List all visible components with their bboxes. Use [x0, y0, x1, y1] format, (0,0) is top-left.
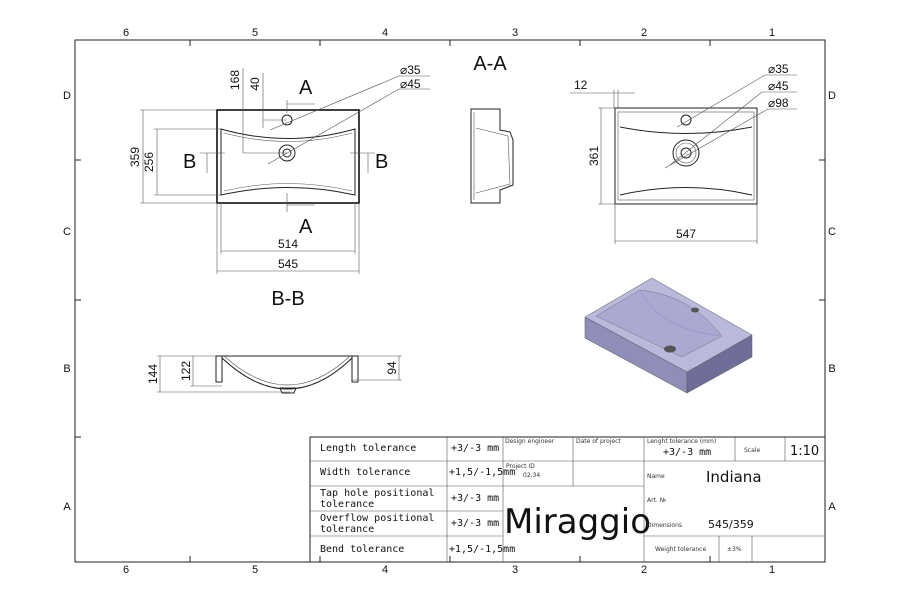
- 2-label-text: Tap hole positional: [320, 488, 434, 499]
- rows-0-text: D: [63, 90, 71, 102]
- dims-d168-text: 168: [228, 70, 242, 90]
- title-block-length-tol-label-text: Lenght tolerance (mm): [647, 438, 716, 445]
- columns-4-text: 2: [641, 564, 647, 576]
- 1-label-text: Width tolerance: [320, 467, 410, 478]
- dims-d361-text: 361: [587, 146, 601, 166]
- title-block-length-tol-text: +3/-3 mm: [663, 447, 711, 458]
- 3-label2-text: tolerance: [320, 524, 374, 535]
- title-block-name-text: Indiana: [706, 468, 762, 486]
- 4-value-text: +1,5/-1,5mm: [449, 544, 515, 555]
- columns-3-text: 3: [512, 564, 518, 576]
- rows-1-text: C: [63, 226, 71, 238]
- title-block: Length tolerance +3/-3 mm Width toleranc…: [309, 436, 826, 563]
- dims-dia98-text: ⌀98: [768, 96, 789, 110]
- title-block-art-label-text: Art. №: [647, 497, 666, 504]
- dims-d144-text: 144: [146, 364, 160, 384]
- title-block-scale-label-text: Scale: [744, 447, 760, 454]
- columns-3-text: 3: [512, 27, 518, 39]
- columns-4-text: 2: [641, 27, 647, 39]
- rows-0-text: D: [828, 90, 836, 102]
- views-cut-b-text: B: [375, 151, 388, 173]
- section-aa-label: A-A: [473, 53, 507, 75]
- rows-3-text: A: [63, 501, 71, 513]
- columns-1-text: 5: [252, 27, 258, 39]
- dims-dia45-text: ⌀45: [400, 77, 421, 91]
- rows-2-text: B: [63, 363, 70, 375]
- title-block-project-id-label-text: Project ID: [506, 463, 535, 470]
- title-block-scale-text: 1:10: [790, 444, 819, 459]
- right-view: 12 361 547 ⌀35 ⌀45 ⌀98: [570, 62, 797, 244]
- views-cut-a-text: A: [299, 216, 313, 238]
- dims-d514-text: 514: [278, 237, 298, 251]
- dims-d122-text: 122: [179, 361, 193, 381]
- section-aa-view: [470, 108, 514, 204]
- dims-d547-text: 547: [676, 227, 696, 241]
- views-cut-b-text: B: [183, 151, 196, 173]
- 0-value-text: +3/-3 mm: [451, 443, 499, 454]
- rows-1-text: C: [828, 226, 836, 238]
- dims-dia35-text: ⌀35: [768, 62, 789, 76]
- 2-label2-text: tolerance: [320, 499, 374, 510]
- rows-2-text: B: [828, 363, 835, 375]
- title-block-date-label-text: Date of project: [576, 438, 621, 445]
- top-view: 359 256 168 40 514 545 ⌀35 ⌀45 A A B B: [128, 63, 430, 274]
- 3-label-text: Overflow positional: [320, 513, 434, 524]
- dims-d359-text: 359: [128, 147, 142, 167]
- 1-value-text: +1,5/-1,5mm: [449, 467, 515, 478]
- title-block-weight-tol-label-text: Weight tolerance: [655, 546, 706, 553]
- columns-2-text: 4: [382, 564, 388, 576]
- 4-label-text: Bend tolerance: [320, 544, 404, 555]
- title-block-design-engineer-label-text: Design engineer: [505, 438, 555, 445]
- title-block-name-label-text: Name: [647, 473, 665, 480]
- title-block-project-id-text: 02.34: [523, 472, 540, 479]
- section-bb-view: 144 122 94: [146, 355, 402, 394]
- isometric-view: [584, 277, 753, 394]
- columns-0-text: 6: [123, 564, 129, 576]
- title-block-weight-tol-text: ±3%: [727, 546, 742, 553]
- 2-value-text: +3/-3 mm: [451, 493, 499, 504]
- 0-label-text: Length tolerance: [320, 443, 416, 454]
- dims-d12-text: 12: [574, 78, 588, 92]
- columns-1-text: 5: [252, 564, 258, 576]
- 3-value-text: +3/-3 mm: [451, 518, 499, 529]
- columns-5-text: 1: [769, 564, 775, 576]
- columns-2-text: 4: [382, 27, 388, 39]
- zone-labels: 6 5 4 3 2 1 6 5 4 3 2 1 D C B A D C B A: [63, 27, 836, 576]
- columns-0-text: 6: [123, 27, 129, 39]
- section-bb-label: B-B: [271, 288, 304, 310]
- dims-d94-text: 94: [385, 361, 399, 375]
- columns-5-text: 1: [769, 27, 775, 39]
- dims-dia35-text: ⌀35: [400, 63, 421, 77]
- rows-3-text: A: [828, 501, 836, 513]
- title-block-dimensions-text: 545/359: [708, 518, 754, 531]
- dims-d40-text: 40: [248, 77, 262, 91]
- title-block-dimensions-label-text: Dimensions: [647, 522, 682, 529]
- brand-logo: Miraggio: [504, 502, 651, 542]
- dims-d256-text: 256: [142, 152, 156, 172]
- dims-d545-text: 545: [278, 257, 298, 271]
- dims-dia45-text: ⌀45: [768, 79, 789, 93]
- views-cut-a-text: A: [299, 77, 313, 99]
